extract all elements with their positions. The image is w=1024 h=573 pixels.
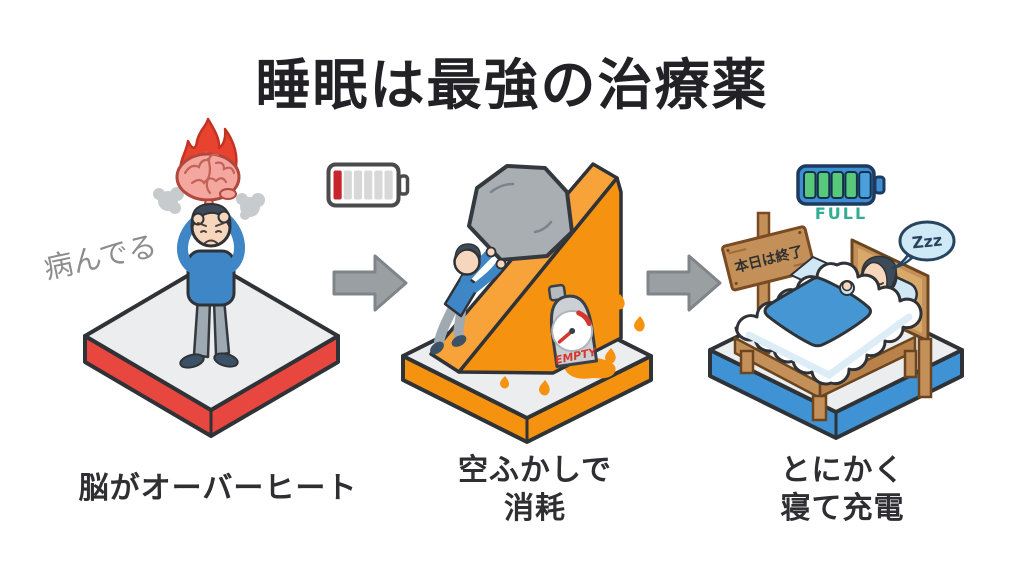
caption-recharge: とにかく 寝て充電: [725, 452, 960, 528]
caption-recharge-line2: 寝て充電: [780, 491, 905, 526]
battery-cells-charged: [803, 171, 858, 199]
battery-terminal: [873, 175, 886, 195]
right-shoe: [451, 335, 467, 347]
bed-leg: [739, 349, 755, 375]
hand: [841, 280, 853, 292]
battery-cells-empty: [343, 170, 393, 200]
caption-overheat: 脳がオーバーヒート: [78, 471, 358, 506]
brain-folds: [183, 153, 236, 195]
arrow-shape: [332, 254, 408, 312]
arrow-shape: [646, 254, 722, 312]
left-hand: [485, 246, 497, 258]
overheat-illustration: [83, 117, 340, 438]
right-shoe: [213, 352, 239, 368]
steam-puff-icon: [236, 193, 265, 220]
bubble-tail: [891, 253, 914, 270]
right-hand: [495, 258, 507, 270]
torso: [186, 249, 236, 307]
caption-idle-line1: 空ふかしで: [457, 453, 613, 488]
idle-illustration: EMPTY: [401, 162, 653, 444]
caption-recharge-line1: とにかく: [780, 453, 905, 488]
gauge-hub: [569, 327, 576, 334]
caption-idle: 空ふかしで 消耗: [420, 452, 650, 528]
right-hand: [217, 210, 231, 224]
gauge-red-zone: [576, 310, 592, 327]
battery-full-icon: [796, 164, 886, 206]
hair: [454, 243, 481, 261]
left-shoe: [179, 353, 205, 369]
platform-top: [83, 260, 340, 412]
arrow-right-icon: [646, 254, 722, 312]
battery-full-label: FULL: [814, 204, 868, 223]
sleep-bubble-icon: Zzz: [891, 220, 956, 270]
boulder-creases: [489, 182, 553, 234]
battery-terminal: [397, 174, 410, 196]
steam-puff-icon: [153, 187, 184, 214]
face: [197, 222, 225, 244]
bed-leg: [903, 349, 918, 379]
brain-cerebellum: [219, 188, 237, 200]
pushing-person: [430, 243, 507, 355]
caption-idle-line2: 消耗: [504, 491, 566, 526]
battery-cell-end: [858, 171, 872, 199]
stressed-person: [177, 202, 245, 369]
battery-low-icon: [326, 162, 410, 208]
left-shoe: [430, 341, 444, 355]
battery-cell-charged: [333, 170, 342, 200]
arrow-right-icon: [332, 254, 408, 312]
burning-brain-icon: [175, 117, 241, 213]
hair: [190, 202, 232, 229]
blanket-shading: [745, 313, 913, 380]
fuel-gauge-icon: EMPTY: [547, 283, 599, 368]
bubble-body: [898, 220, 956, 262]
page-title: 睡眠は最強の治療薬: [255, 53, 769, 117]
droplet-icon: [500, 294, 645, 396]
boulder: [467, 164, 574, 262]
recharge-illustration: 本日は終了: [708, 211, 964, 440]
bed-rear-leg: [917, 337, 933, 399]
left-hand: [191, 212, 205, 226]
left-leg: [434, 303, 458, 347]
bed-leg: [811, 394, 828, 422]
zzz-text: Zzz: [911, 230, 943, 252]
